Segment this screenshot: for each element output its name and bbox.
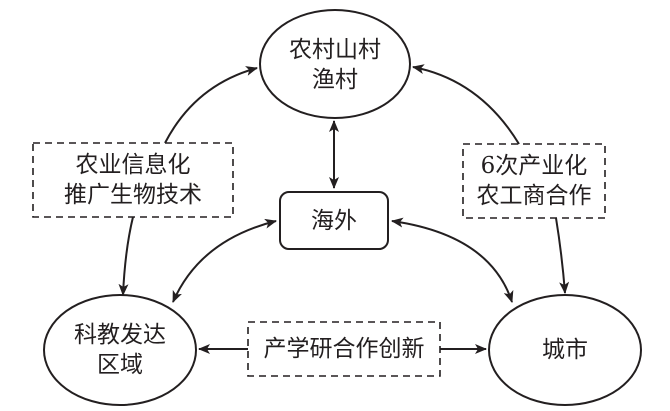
node-city-line-1: 城市: [542, 337, 588, 363]
edge-sixth-industry-to-rural: [412, 64, 520, 145]
node-science-line-1: 科教发达: [74, 322, 166, 348]
edge-agri-info-to-science: [118, 216, 134, 296]
annotation-sixth-industry-label: 6次产业化 农工商合作: [463, 151, 605, 211]
node-overseas-shape: [279, 191, 389, 250]
annotation-sixth-industry-line-1: 6次产业化: [480, 153, 588, 179]
node-city-shape: [488, 294, 642, 406]
annotation-agri-info-line-2: 推广生物技术: [64, 182, 202, 208]
annotation-industry-academia-line-1: 产学研合作创新: [263, 336, 425, 362]
node-science-line-2: 区域: [97, 352, 143, 378]
edge-overseas-city: [391, 217, 514, 303]
node-city-label: 城市: [489, 335, 641, 365]
node-rural-shape: [259, 9, 411, 119]
node-rural-line-1: 农村山村: [289, 37, 381, 63]
node-rural-label: 农村山村 渔村: [260, 35, 410, 95]
node-overseas-label: 海外: [280, 206, 388, 236]
annotation-industry-academia-label: 产学研合作创新: [248, 334, 440, 364]
annotation-sixth-industry-line-2: 农工商合作: [476, 183, 592, 209]
annotation-agri-info-label: 农业信息化 推广生物技术: [33, 150, 233, 210]
annotation-agri-info-line-1: 农业信息化: [75, 152, 191, 178]
edge-overseas-science: [172, 218, 277, 303]
edge-agri-info-to-rural: [164, 66, 258, 144]
node-science-label: 科教发达 区域: [44, 320, 196, 380]
node-rural-line-2: 渔村: [312, 67, 358, 93]
node-overseas-line-1: 海外: [311, 208, 357, 234]
edge-sixth-industry-to-city: [555, 217, 570, 294]
